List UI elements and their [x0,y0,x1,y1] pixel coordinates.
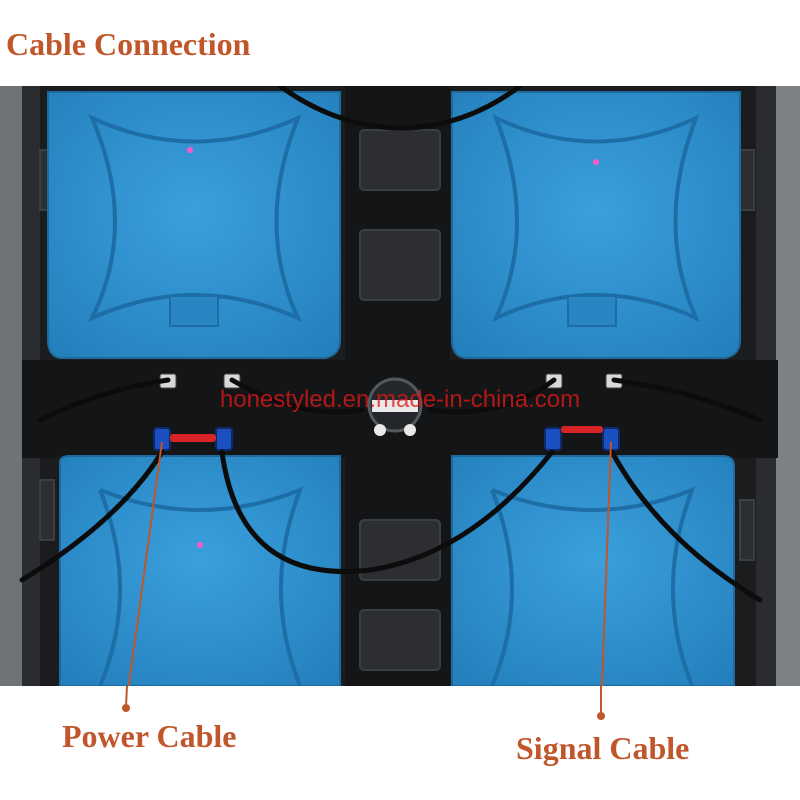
black-cables [19,86,763,603]
led-cabinet-back-photo: honestyled.en.made-in-china.com [0,86,800,686]
watermark-text: honestyled.en.made-in-china.com [220,386,580,413]
page-title: Cable Connection [6,26,251,62]
power-cable-label: Power Cable [62,718,237,754]
callout-pointers [127,441,612,686]
power-link-cable [170,434,216,442]
module-bottom-right [451,455,735,686]
module-bottom-left [59,455,341,686]
module-top-right [451,91,741,359]
right-rail [776,86,800,686]
module-top-left [47,91,341,359]
center-hub [367,377,423,436]
signal-cable-label: Signal Cable [516,730,690,766]
left-rail [0,86,22,686]
callout-pointer-tails [122,686,605,720]
